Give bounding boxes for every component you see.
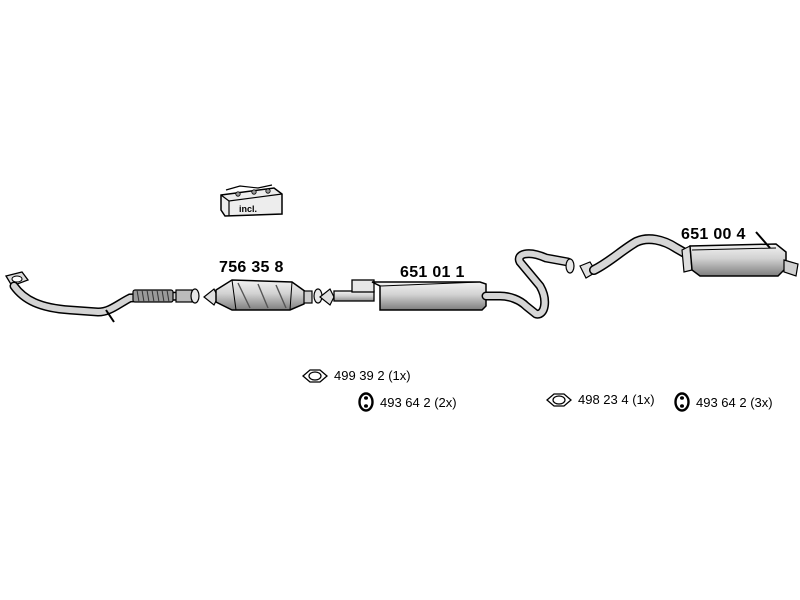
legend-item-gasket-2[interactable]: 498 23 4 (1x) <box>546 392 655 407</box>
hardware-kit-box-icon <box>220 184 283 217</box>
part-number-middle-silencer[interactable]: 651 01 1 <box>400 264 465 281</box>
legend-text: 499 39 2 (1x) <box>334 368 411 383</box>
legend-text: 498 23 4 (1x) <box>578 392 655 407</box>
kit-label: incl. <box>239 204 258 214</box>
rubber-mount-icon <box>674 392 690 412</box>
legend-text: 493 64 2 (3x) <box>696 394 773 410</box>
gasket-ring-icon <box>302 368 328 383</box>
part-number-catalytic-converter[interactable]: 756 35 8 <box>219 259 284 276</box>
rear-silencer-icon <box>579 231 799 279</box>
gasket-ring-icon <box>546 392 572 407</box>
catalytic-converter-icon <box>203 279 323 311</box>
legend-text: 493 64 2 (2x) <box>380 394 457 410</box>
front-pipe-icon <box>4 271 200 323</box>
legend-item-gasket-1[interactable]: 499 39 2 (1x) <box>302 368 411 383</box>
rubber-mount-icon <box>358 392 374 412</box>
legend-item-mount-2[interactable]: 493 64 2 (3x) <box>674 392 773 412</box>
legend-item-mount-1[interactable]: 493 64 2 (2x) <box>358 392 457 412</box>
middle-silencer-icon <box>319 249 575 319</box>
part-number-rear-silencer[interactable]: 651 00 4 <box>681 226 746 243</box>
